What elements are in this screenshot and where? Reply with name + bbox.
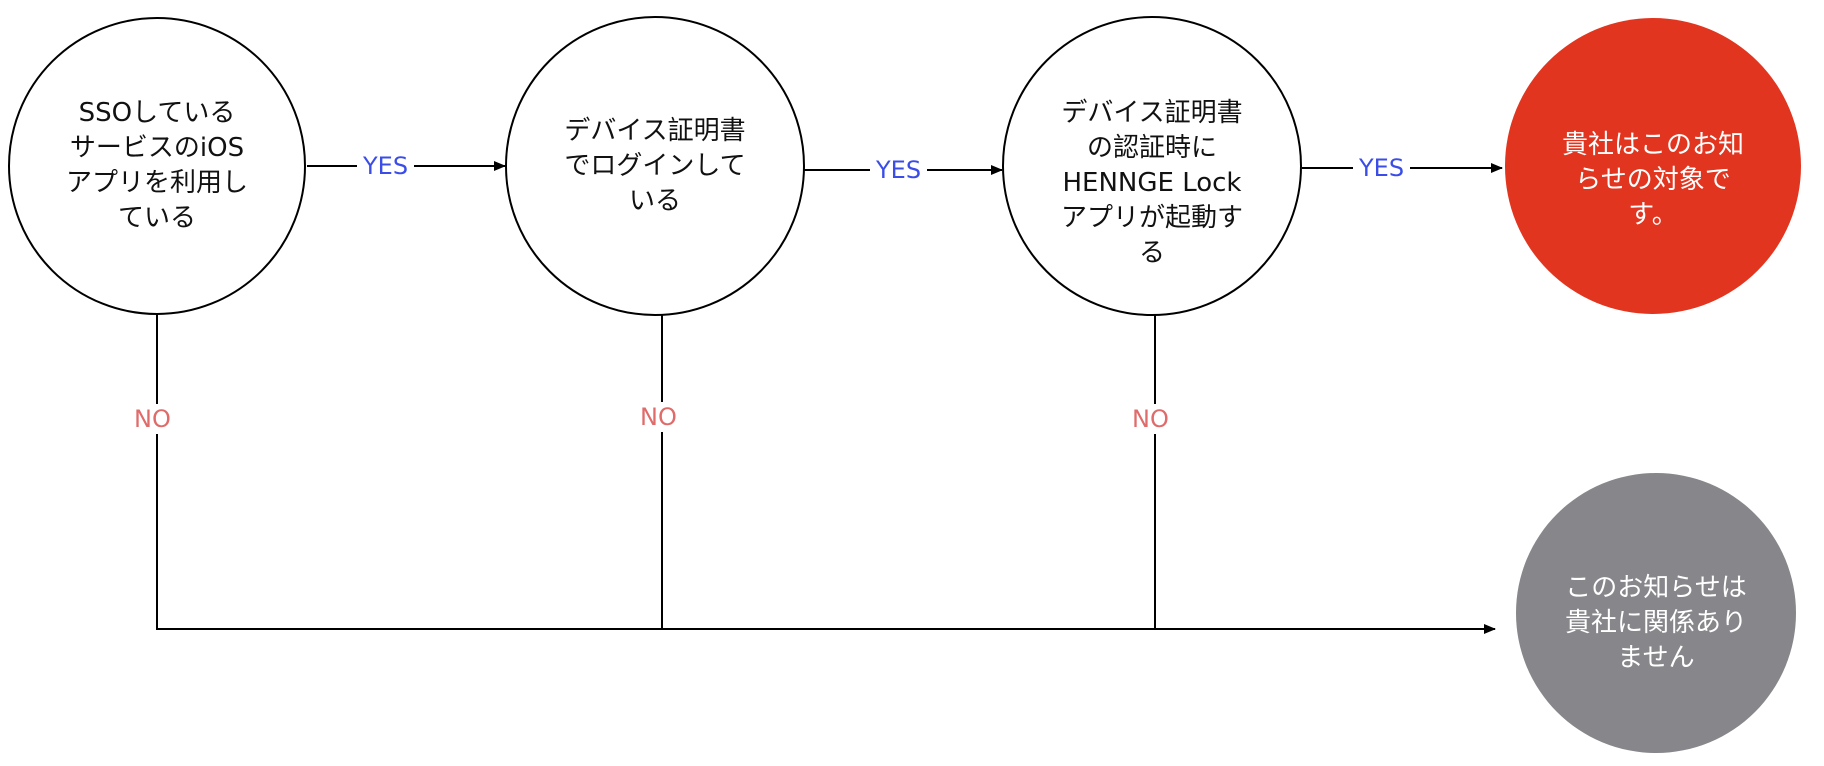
node-q1-line-1: SSOしている: [78, 98, 236, 128]
node-result-no-line-3: ません: [1617, 642, 1695, 673]
node-result-yes-line-3: す。: [1628, 199, 1678, 230]
node-result-no-text: このお知らせは 貴社に関係あり ません: [1536, 560, 1776, 686]
node-q1-line-2: サービスのiOS: [69, 133, 245, 163]
edge-label-yes-2: YES: [870, 155, 928, 185]
node-q2-circle: [505, 16, 805, 316]
edge-label-yes-1: YES: [357, 151, 415, 181]
node-q3-line-4: アプリが起動す: [1060, 202, 1243, 233]
node-result-yes-text: 貴社はこのお知 らせの対象で す。: [1533, 116, 1773, 244]
node-q2-line-2: でログインして: [564, 150, 746, 181]
edge-label-no-1: NO: [128, 404, 177, 434]
node-q3-line-1: デバイス証明書: [1061, 97, 1243, 128]
node-q3-line-3: HENNGE Lock: [1062, 167, 1242, 198]
node-result-yes-circle: [1505, 18, 1801, 314]
edge-label-no-3: NO: [1126, 404, 1175, 434]
node-result-no-line-1: このお知らせは: [1565, 572, 1747, 603]
node-result-no-circle: [1516, 473, 1796, 753]
node-q1-line-4: ている: [117, 203, 196, 233]
edge-label-no-2: NO: [634, 402, 683, 432]
node-q3-circle: [1002, 16, 1302, 316]
node-q2-line-1: デバイス証明書: [564, 115, 746, 146]
node-result-yes-line-1: 貴社はこのお知: [1561, 129, 1744, 160]
node-q1-circle: [8, 17, 306, 315]
node-result-no-line-2: 貴社に関係あり: [1564, 607, 1747, 638]
node-q2-text: デバイス証明書 でログインして いる: [535, 82, 775, 250]
edge-label-yes-3: YES: [1353, 153, 1411, 183]
node-q2-line-3: いる: [628, 185, 681, 216]
node-q3-line-2: の認証時に: [1086, 132, 1217, 163]
node-q1-line-3: アプリを利用し: [65, 168, 248, 198]
node-q3-line-5: る: [1138, 237, 1165, 268]
node-q1-text: SSOしている サービスのiOS アプリを利用し ている: [37, 66, 277, 266]
node-result-yes-line-2: らせの対象で: [1575, 164, 1731, 195]
node-q3-text: デバイス証明書 の認証時に HENNGE Lock アプリが起動す る: [1027, 83, 1277, 283]
